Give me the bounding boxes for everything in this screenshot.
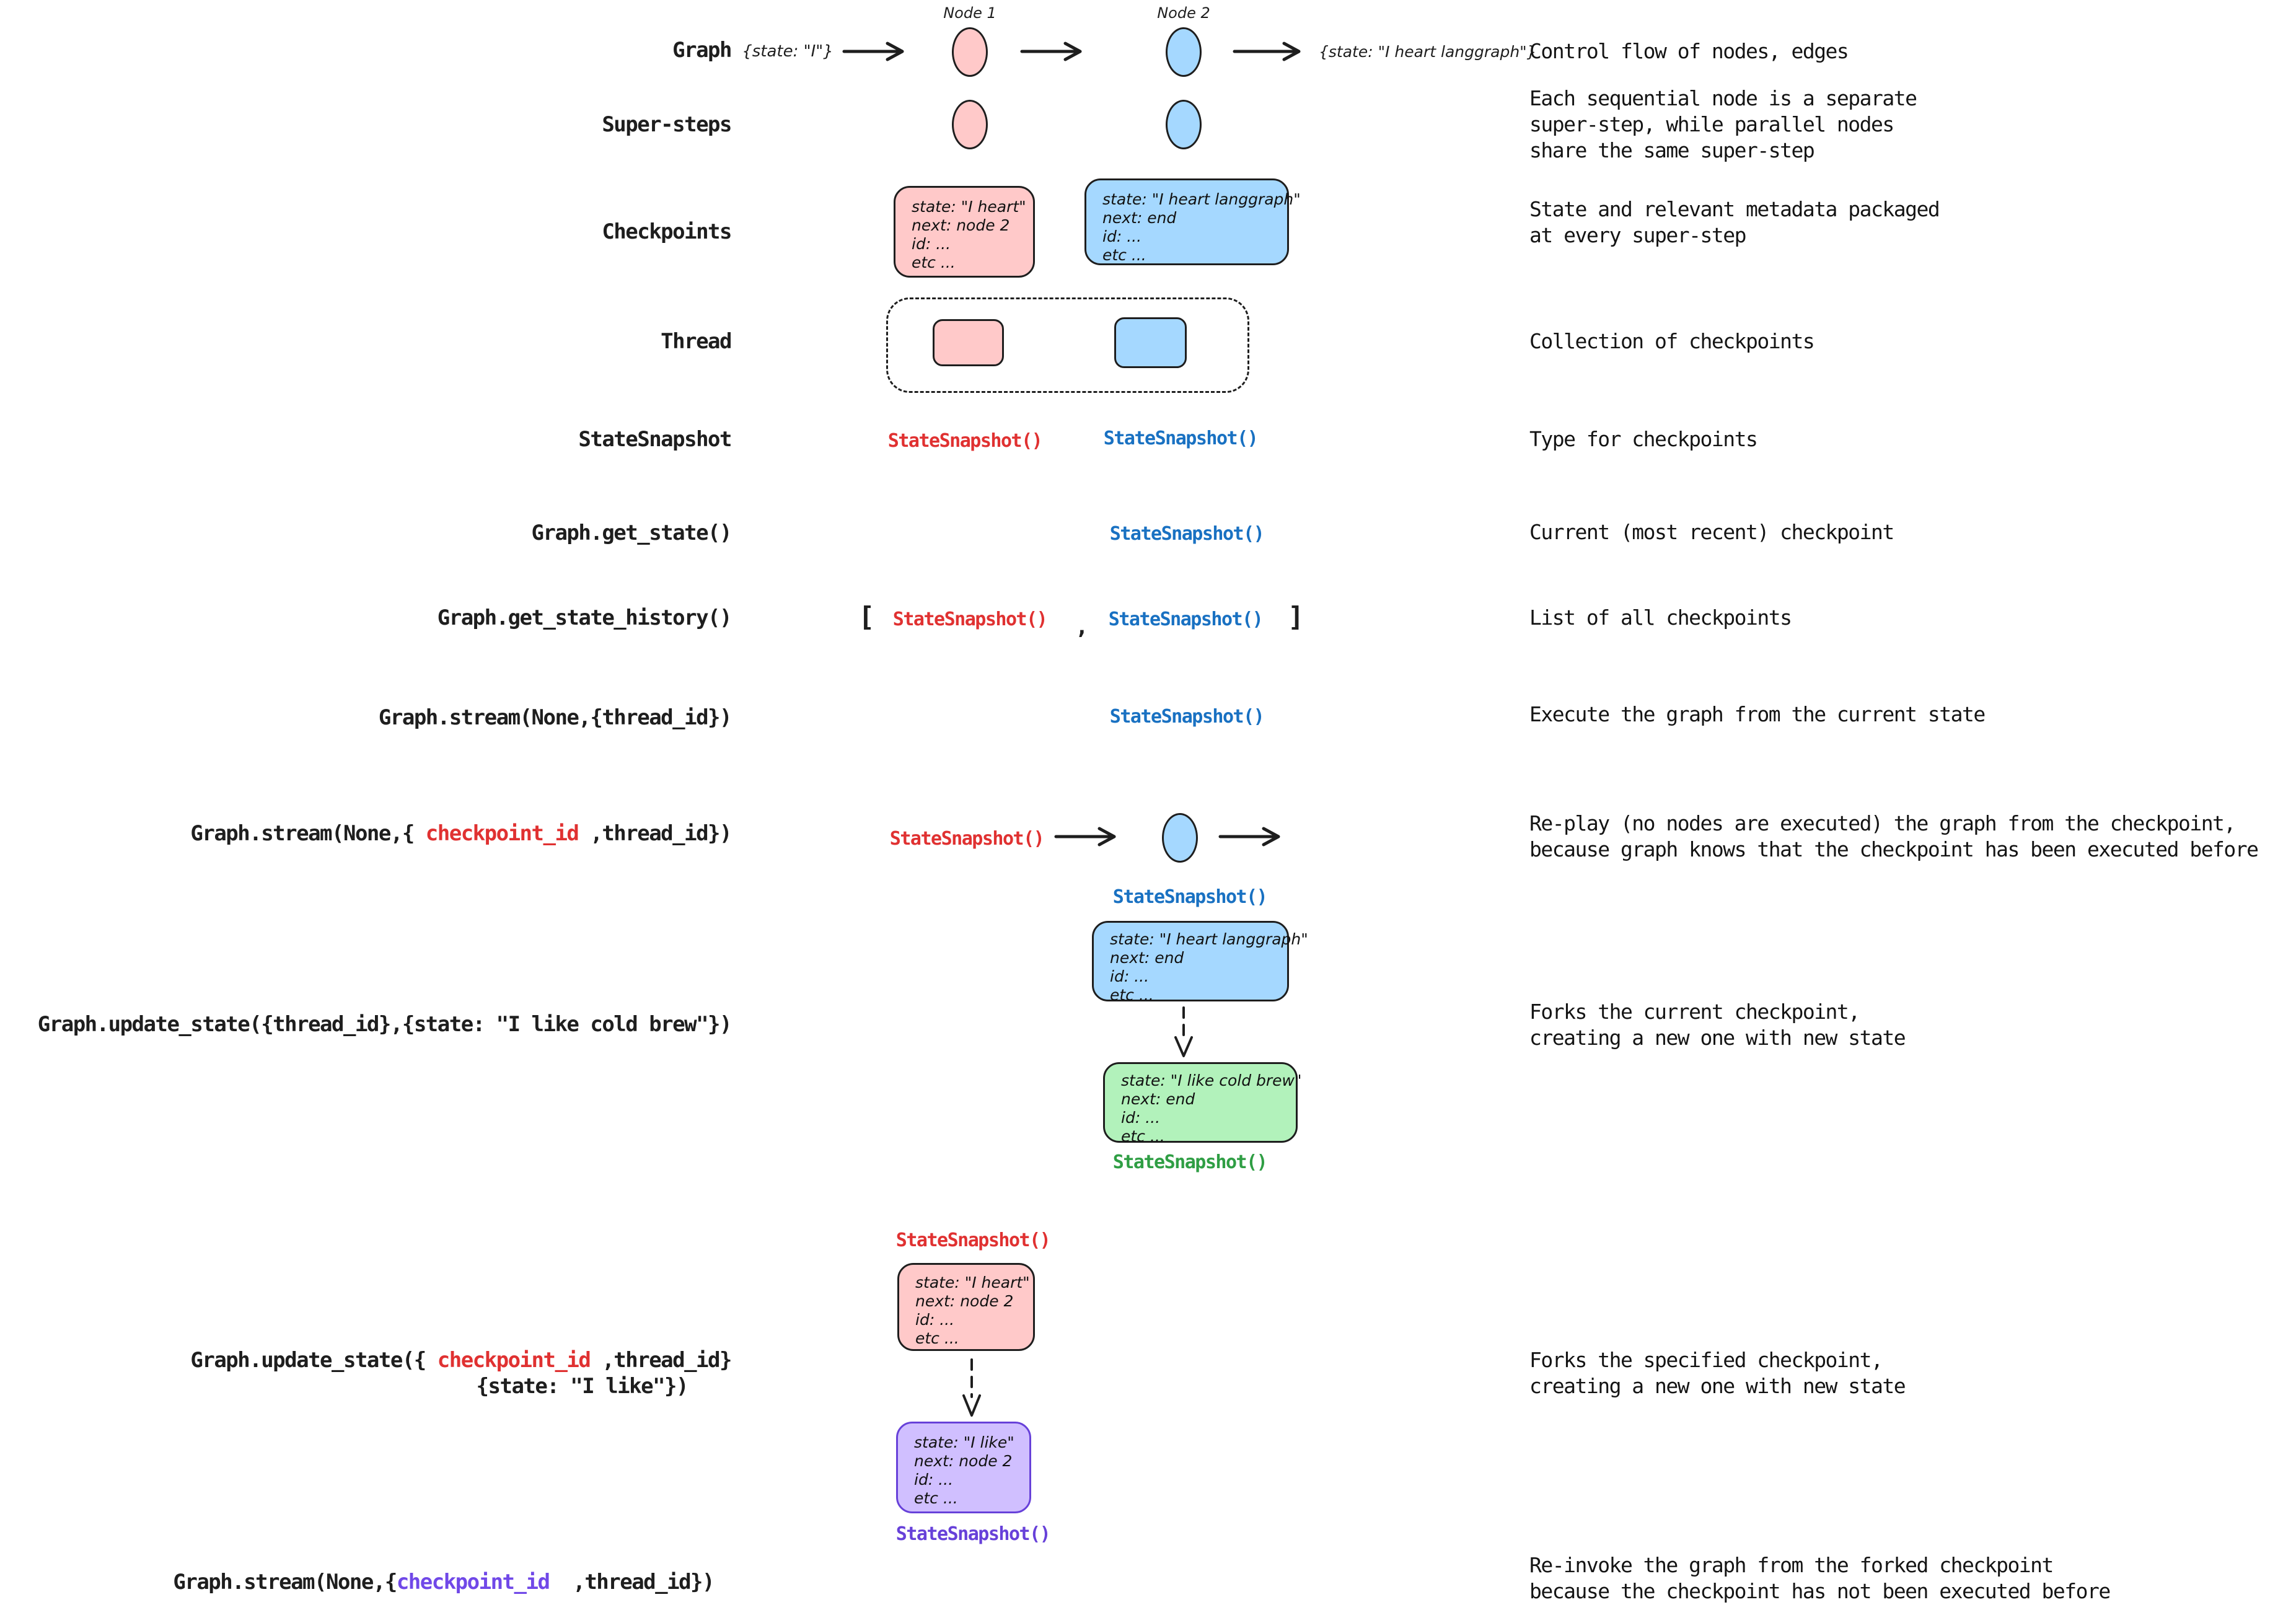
- history-comma: ,: [1075, 614, 1089, 640]
- statesnapshot-red: StateSnapshot(): [892, 609, 1048, 630]
- checkpoint-line: etc ...: [1121, 1127, 1165, 1145]
- checkpoint-line: next: end: [1121, 1090, 1195, 1108]
- row-label-super-steps: Super-steps: [602, 112, 732, 137]
- checkpoint-line: state: "I heart langgraph": [1110, 930, 1308, 948]
- node2-circle: [1166, 27, 1202, 77]
- checkpoint-id-param: checkpoint_id: [425, 821, 579, 846]
- checkpoint-line: id: ...: [912, 235, 951, 253]
- checkpoint-line: etc ...: [1110, 986, 1154, 1004]
- statesnapshot-green: StateSnapshot(): [1112, 1151, 1268, 1173]
- statesnapshot-red: StateSnapshot(): [887, 430, 1043, 452]
- desc-stream-checkpoint: Re-play (no nodes are executed) the grap…: [1529, 811, 2259, 861]
- desc-thread: Collection of checkpoints: [1529, 329, 1815, 353]
- checkpoint-line: id: ...: [1110, 967, 1150, 985]
- checkpoint-line: etc ...: [912, 253, 956, 271]
- desc-stream-forked: Re-invoke the graph from the forked chec…: [1529, 1553, 2111, 1603]
- checkpoint-line: etc ...: [914, 1489, 958, 1507]
- row-label-thread: Thread: [661, 329, 732, 354]
- checkpoint-line: state: "I like": [914, 1433, 1014, 1451]
- statesnapshot-red: StateSnapshot(): [895, 1229, 1051, 1251]
- checkpoint-line: next: node 2: [915, 1292, 1014, 1310]
- desc-update-current: Forks the current checkpoint, creating a…: [1529, 1000, 1906, 1050]
- dashed-arrow-down-icon: [962, 1358, 981, 1417]
- super-step-node1-circle: [952, 100, 988, 149]
- row-label-update-specified: Graph.update_state({ checkpoint_id ,thre…: [190, 1348, 732, 1373]
- arrow-right-icon: [842, 42, 904, 61]
- thread-checkpoint-pink: [933, 319, 1004, 366]
- row-label-update-current: Graph.update_state({thread_id},{state: "…: [37, 1012, 732, 1037]
- checkpoint-line: next: end: [1102, 209, 1177, 227]
- fork-source-box-pink: state: "I heart" next: node 2 id: ... et…: [897, 1263, 1035, 1351]
- desc-statesnapshot: Type for checkpoints: [1529, 427, 1758, 451]
- checkpoint-line: state: "I like cold brew": [1121, 1071, 1302, 1089]
- history-bracket-open: [: [858, 601, 875, 633]
- arrow-right-icon: [1233, 42, 1301, 61]
- desc-update-specified: Forks the specified checkpoint, creating…: [1529, 1348, 1906, 1398]
- graph-input-state: {state: "I"}: [742, 42, 834, 61]
- desc-stream-thread: Execute the graph from the current state: [1529, 702, 1986, 726]
- checkpoint-line: id: ...: [914, 1471, 954, 1489]
- desc-get-state-history: List of all checkpoints: [1529, 605, 1792, 630]
- node2-title: Node 2: [1157, 4, 1210, 22]
- statesnapshot-blue: StateSnapshot(): [1108, 609, 1264, 630]
- replay-node-circle: [1162, 813, 1198, 863]
- desc-super-steps: Each sequential node is a separate super…: [1529, 86, 1917, 162]
- checkpoint-line: next: node 2: [914, 1452, 1013, 1470]
- row-label-statesnapshot: StateSnapshot: [578, 427, 732, 452]
- row-label-stream-checkpoint: Graph.stream(None,{ checkpoint_id ,threa…: [190, 821, 732, 846]
- thread-checkpoint-blue: [1114, 317, 1187, 368]
- row-label-checkpoints: Checkpoints: [602, 219, 732, 244]
- row-label-stream-thread: Graph.stream(None,{thread_id}): [378, 705, 732, 730]
- checkpoint-box-blue: state: "I heart langgraph" next: end id:…: [1084, 178, 1301, 265]
- graph-output-state: {state: "I heart langgraph"}: [1319, 43, 1537, 61]
- checkpoint-line: state: "I heart": [915, 1273, 1030, 1291]
- checkpoint-line: state: "I heart langgraph": [1102, 190, 1301, 208]
- arrow-right-icon: [1218, 827, 1280, 847]
- arrow-right-icon: [1054, 827, 1116, 847]
- checkpoint-line: next: node 2: [912, 216, 1010, 234]
- checkpoint-id-param: checkpoint_id: [437, 1348, 591, 1373]
- checkpoint-line: etc ...: [915, 1329, 959, 1347]
- history-bracket-close: ]: [1288, 601, 1304, 633]
- super-step-node2-circle: [1166, 100, 1202, 149]
- row-label-get-state: Graph.get_state(): [531, 521, 732, 545]
- statesnapshot-blue: StateSnapshot(): [1109, 706, 1265, 728]
- desc-checkpoints: State and relevant metadata packaged at …: [1529, 197, 1940, 247]
- checkpoint-line: id: ...: [1121, 1109, 1161, 1127]
- checkpoint-box-pink: state: "I heart" next: node 2 id: ... et…: [894, 186, 1035, 278]
- statesnapshot-blue: StateSnapshot(): [1103, 428, 1259, 449]
- statesnapshot-blue: StateSnapshot(): [1109, 523, 1265, 545]
- fork-result-box-green: state: "I like cold brew" next: end id: …: [1103, 1062, 1302, 1145]
- statesnapshot-red: StateSnapshot(): [889, 828, 1045, 850]
- fork-result-box-purple: state: "I like" next: node 2 id: ... etc…: [896, 1422, 1031, 1513]
- dashed-arrow-down-icon: [1174, 1006, 1193, 1057]
- desc-get-state: Current (most recent) checkpoint: [1529, 520, 1894, 544]
- checkpoint-line: id: ...: [915, 1311, 955, 1329]
- thread-dashed-box: [886, 297, 1249, 393]
- arrow-right-icon: [1020, 42, 1082, 61]
- node1-title: Node 1: [943, 4, 996, 22]
- desc-graph: Control flow of nodes, edges: [1529, 39, 1849, 63]
- row-label-stream-forked: Graph.stream(None,{checkpoint_id ,thread…: [173, 1570, 715, 1595]
- checkpoint-line: next: end: [1110, 949, 1184, 967]
- statesnapshot-blue: StateSnapshot(): [1112, 886, 1268, 908]
- row-label-graph: Graph: [672, 38, 732, 63]
- fork-source-box-blue: state: "I heart langgraph" next: end id:…: [1092, 921, 1308, 1004]
- row-label-update-specified-line2: {state: "I like"}): [476, 1374, 689, 1399]
- checkpoint-line: id: ...: [1102, 227, 1142, 245]
- node1-circle: [952, 27, 988, 77]
- checkpoint-id-param: checkpoint_id: [396, 1570, 550, 1595]
- checkpoint-line: etc ...: [1102, 246, 1146, 264]
- row-label-get-state-history: Graph.get_state_history(): [437, 605, 732, 630]
- statesnapshot-purple: StateSnapshot(): [895, 1523, 1051, 1545]
- checkpoint-line: state: "I heart": [912, 198, 1026, 216]
